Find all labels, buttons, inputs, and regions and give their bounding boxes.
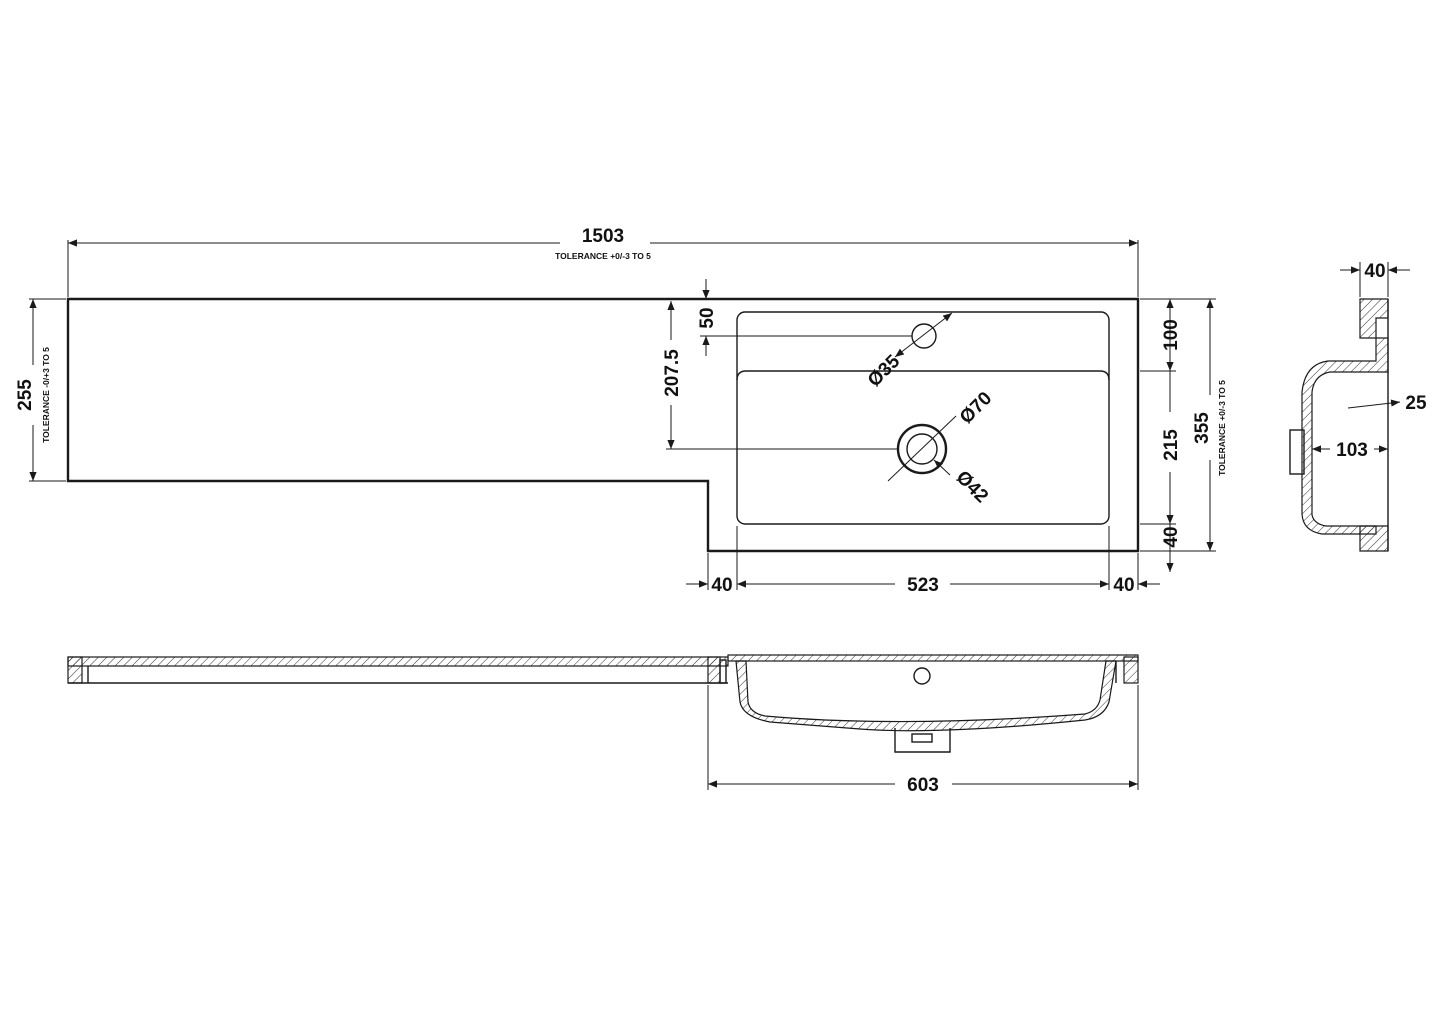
front-tap-hole	[913, 667, 931, 685]
overall-width-label: 1503	[582, 226, 624, 247]
front-waste-slot	[911, 733, 933, 743]
waste-inner	[906, 433, 938, 465]
basin-depth-tolerance: TOLERANCE +0/-3 TO 5	[1217, 380, 1227, 476]
bowl-depth-label: 215	[1161, 429, 1182, 461]
left-margin-label: 40	[711, 575, 732, 596]
rear-margin-label: 40	[1161, 526, 1182, 547]
side-section-view: 40 25 103	[1289, 261, 1427, 552]
side-bowl-shell	[1301, 337, 1389, 535]
front-section-view: 603	[67, 654, 1139, 796]
waste-offset-label: 207.5	[662, 349, 683, 397]
waste-inner-leader	[933, 459, 951, 476]
side-waste-fitting	[1289, 429, 1305, 475]
side-bowl-height-label: 103	[1336, 440, 1368, 461]
plan-view: 1503 TOLERANCE +0/-3 TO 5 255 TOLERANCE …	[15, 226, 1227, 596]
counter-depth-tolerance: TOLERANCE -0/+3 TO 5	[41, 347, 51, 443]
waste-outer-diameter-label: Ø70	[956, 388, 996, 428]
basin-depth-label: 355	[1192, 412, 1213, 444]
waste-outer-leader	[887, 415, 957, 482]
front-basin-right-end	[1123, 656, 1139, 684]
overall-width-tolerance: TOLERANCE +0/-3 TO 5	[555, 251, 651, 261]
bowl-width-label: 523	[907, 575, 939, 596]
countertop-outline	[66, 297, 1140, 553]
front-basin-width-label: 603	[907, 775, 939, 796]
right-margin-label: 40	[1113, 575, 1134, 596]
front-joint-post-2	[719, 659, 727, 684]
tap-hole-leader	[894, 312, 953, 358]
waste-inner-diameter-label: Ø42	[952, 467, 992, 507]
counter-depth-label: 255	[15, 379, 36, 411]
side-wall-leader	[1347, 399, 1401, 409]
front-waste-outlet	[894, 728, 951, 753]
tap-offset-label: 50	[697, 307, 718, 328]
tap-hole-diameter-label: Ø35	[864, 351, 905, 392]
side-rim-top	[1359, 298, 1389, 339]
front-basin-rim	[727, 654, 1139, 662]
front-bowl-shell	[735, 660, 1117, 732]
front-left-end	[67, 656, 83, 684]
side-wall-thickness-label: 25	[1405, 393, 1427, 414]
basin-deck-outline	[736, 311, 1110, 525]
bowl-rim-line	[736, 370, 1110, 381]
side-rim-bottom	[1359, 525, 1389, 552]
side-rim-thickness-label: 40	[1364, 261, 1385, 282]
front-counter-slab	[67, 656, 729, 667]
front-to-bowl-label: 100	[1161, 319, 1182, 351]
front-joint-post	[707, 656, 721, 684]
